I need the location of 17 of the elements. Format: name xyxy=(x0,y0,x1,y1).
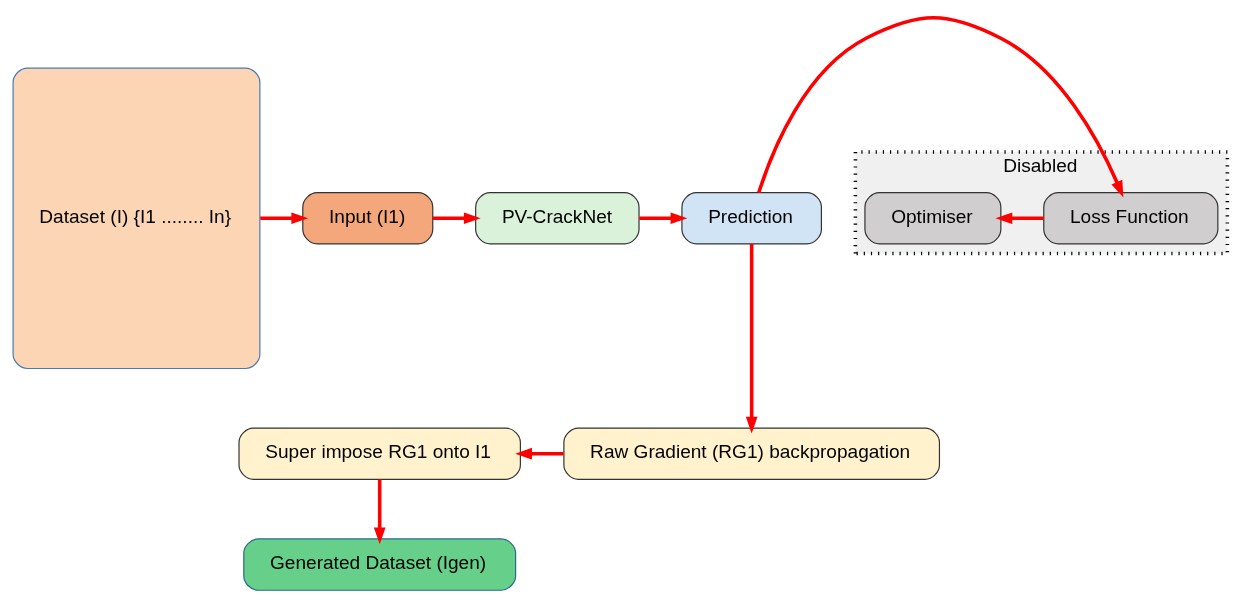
arrow xyxy=(515,447,564,460)
node-box: Prediction xyxy=(681,192,822,245)
node-box: PV-CrackNet xyxy=(475,192,640,245)
arrow xyxy=(757,16,1124,198)
node-box: Loss Function xyxy=(1043,192,1219,245)
arrow xyxy=(995,212,1044,225)
arrow xyxy=(432,212,481,225)
arrow xyxy=(639,212,688,225)
node-box: Generated Dataset (Igen) xyxy=(243,538,517,591)
arrow xyxy=(373,479,386,545)
node-box: Optimiser xyxy=(864,192,1002,245)
node-box: Dataset (I) {I1 ........ In} xyxy=(12,67,261,370)
arrow xyxy=(260,212,309,225)
node-box: Raw Gradient (RG1) backpropagation xyxy=(563,427,941,480)
node-box: Super impose RG1 onto I1 xyxy=(238,427,521,480)
arrow xyxy=(745,243,758,434)
node-box: Input (I1) xyxy=(302,192,434,245)
